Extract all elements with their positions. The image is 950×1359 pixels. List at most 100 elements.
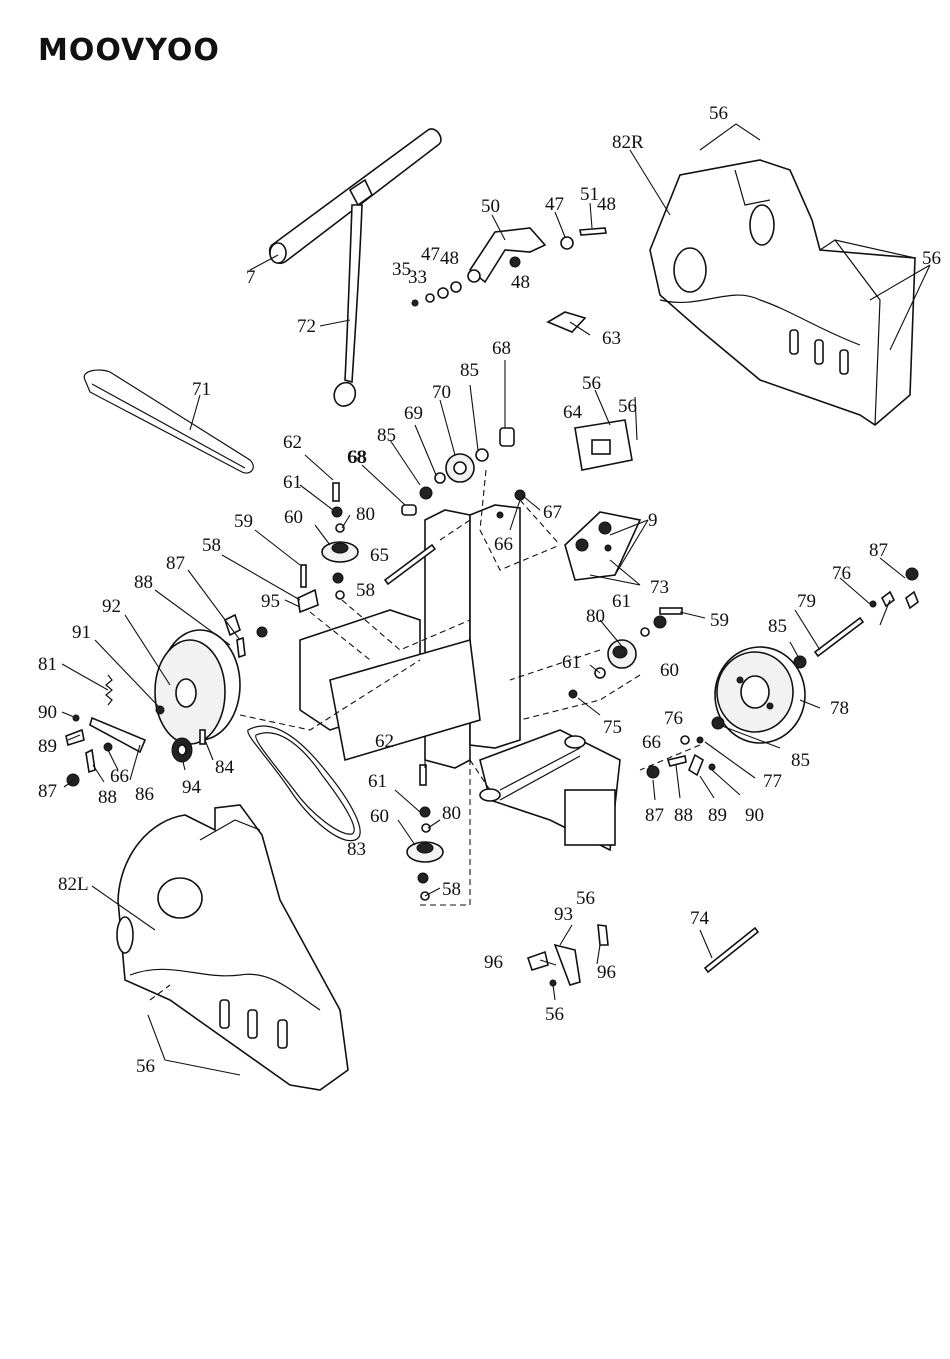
callout-label: 62 (375, 731, 394, 752)
callout-label: 66 (110, 766, 129, 787)
flywheel-left (155, 630, 240, 744)
callout-label: 77 (763, 771, 782, 792)
part-93-bracket (528, 925, 608, 986)
part-71-loop (84, 370, 253, 473)
callout-label: 64 (563, 402, 583, 423)
callout-label: 81 (38, 654, 57, 675)
callout-label: 86 (135, 784, 154, 805)
part-79-axle (815, 618, 863, 656)
callout-label: 68 (492, 338, 511, 359)
pulley-stack-bottom (407, 765, 443, 900)
callout-label: 80 (586, 606, 605, 627)
callout-label: 88 (98, 787, 117, 808)
callout-label: 74 (690, 908, 710, 929)
callout-label: 96 (597, 962, 616, 983)
callout-label: 48 (440, 248, 459, 269)
part-9-slider (565, 512, 640, 580)
callout-label: 90 (745, 805, 764, 826)
callout-label: 60 (284, 507, 303, 528)
callout-label: 80 (356, 504, 375, 525)
callout-label: 7 (246, 267, 256, 288)
callout-label: 59 (234, 511, 253, 532)
callout-label: 33 (408, 267, 427, 288)
callout-label: 56 (709, 103, 728, 124)
left-chain-cover (117, 805, 348, 1090)
callout-label: 72 (297, 316, 316, 337)
part-94-gear (172, 738, 192, 762)
callout-label: 79 (797, 591, 816, 612)
callout-label: 94 (182, 777, 202, 798)
callout-label: 89 (708, 805, 727, 826)
callout-label: 69 (404, 403, 423, 424)
callout-label: 61 (612, 591, 631, 612)
callout-label: 78 (830, 698, 849, 719)
callout-label: 70 (432, 382, 451, 403)
callout-label: 56 (576, 888, 595, 909)
callout-label: 92 (102, 596, 121, 617)
callout-label: 75 (603, 717, 622, 738)
callout-label: 47 (421, 244, 440, 265)
callout-label: 47 (545, 194, 564, 215)
callout-label: 93 (554, 904, 573, 925)
callout-label: 89 (38, 736, 57, 757)
callout-label: 56 (136, 1056, 155, 1077)
callout-label: 73 (650, 577, 669, 598)
callout-label: 84 (215, 757, 235, 778)
callout-label: 90 (38, 702, 57, 723)
callout-label: 82R (612, 132, 644, 153)
callout-label: 66 (494, 534, 513, 555)
callout-label: 61 (368, 771, 387, 792)
callout-label: 56 (618, 396, 637, 417)
callout-label: 60 (660, 660, 679, 681)
callout-label: 59 (710, 610, 729, 631)
callout-label: 61 (562, 652, 581, 673)
callout-label: 82L (58, 874, 89, 895)
callout-label: 85 (377, 425, 396, 446)
callout-label: 85 (791, 750, 810, 771)
callout-label: 60 (370, 806, 389, 827)
callout-label: 76 (664, 708, 683, 729)
callout-label: 88 (134, 572, 153, 593)
callout-label: 88 (674, 805, 693, 826)
callout-label: 48 (597, 194, 616, 215)
part-64-bracket (575, 420, 632, 470)
right-chain-cover (650, 160, 915, 425)
part-95-mount (298, 565, 318, 612)
callout-label: 87 (869, 540, 888, 561)
callout-label: 63 (602, 328, 621, 349)
callout-label: 67 (543, 502, 562, 523)
callout-label: 83 (347, 839, 366, 860)
callout-label: 68 (348, 447, 367, 468)
callout-label: 56 (545, 1004, 564, 1025)
part-86-arm (90, 718, 145, 752)
callout-label: 62 (283, 432, 302, 453)
callout-label: 9 (648, 510, 658, 531)
part-84-bolt (200, 730, 205, 744)
callout-label: 56 (922, 248, 941, 269)
callout-label: 96 (484, 952, 503, 973)
callout-label: 66 (642, 732, 661, 753)
callout-label: 91 (72, 622, 91, 643)
callout-label: 65 (370, 545, 389, 566)
callout-label: 56 (582, 373, 601, 394)
callout-label: 85 (460, 360, 479, 381)
callout-label: 87 (166, 553, 185, 574)
callout-label: 58 (356, 580, 375, 601)
callout-label: 76 (832, 563, 851, 584)
callout-label: 87 (645, 805, 664, 826)
callout-label: 80 (442, 803, 461, 824)
callout-label: 61 (283, 472, 302, 493)
callout-label: 58 (202, 535, 221, 556)
callout-label: 58 (442, 879, 461, 900)
callout-label: 87 (38, 781, 57, 802)
callout-label: 48 (511, 272, 530, 293)
callout-label: 95 (261, 591, 280, 612)
pulley-stack-top (402, 428, 514, 515)
callout-label: 85 (768, 616, 787, 637)
part-63-plate (548, 312, 585, 332)
callout-label: 50 (481, 196, 500, 217)
callout-label: 71 (192, 379, 211, 400)
part-74-cable (705, 928, 758, 972)
